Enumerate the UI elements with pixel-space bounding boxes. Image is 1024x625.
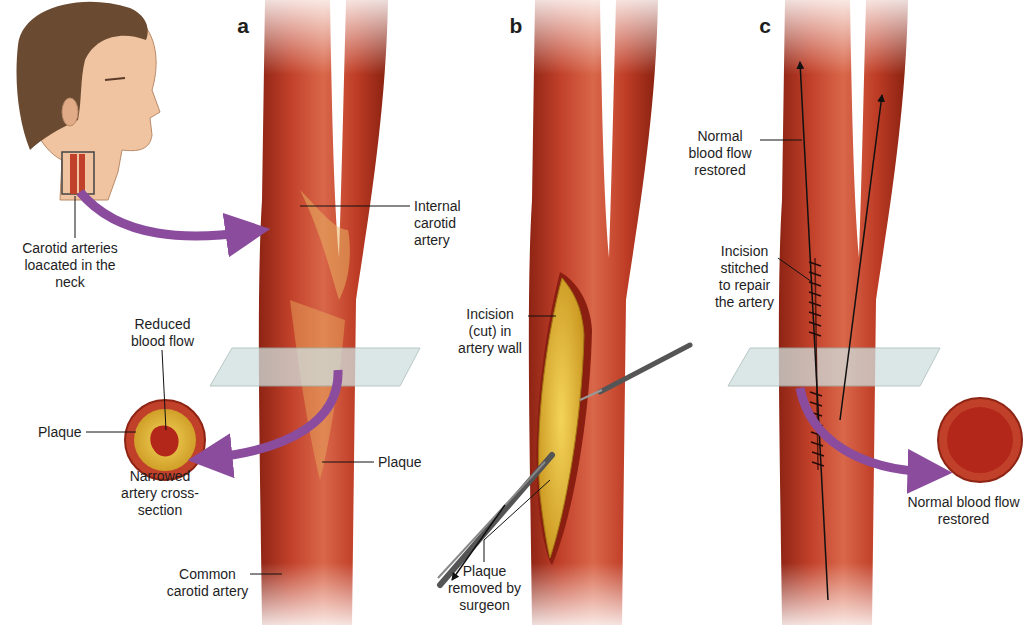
- part-label: Common carotid artery: [160, 566, 255, 600]
- artery-panel-c: [775, 0, 915, 625]
- part-label: Plaque removed by surgeon: [437, 563, 532, 614]
- zoom-arrow: [800, 388, 930, 472]
- artery-panel-a: [255, 0, 395, 625]
- section-plane: [210, 348, 420, 386]
- part-label: Reduced blood flow: [120, 316, 205, 350]
- zoom-arrow: [210, 370, 338, 458]
- part-label: Incision stitched to repair the artery: [714, 243, 775, 311]
- cross-section-normal: [938, 398, 1022, 482]
- part-label: Narrowed artery cross-section: [112, 468, 208, 519]
- head-illustration: [17, 2, 161, 200]
- part-label: Plaque: [378, 454, 438, 471]
- location-label: Carotid arteries loacated in the neck: [15, 240, 125, 291]
- part-label: Plaque: [38, 424, 98, 441]
- result-label: Normal blood flow restored: [906, 494, 1021, 528]
- result-label: Normal blood flow restored: [680, 128, 760, 179]
- panel-letter: c: [754, 14, 776, 38]
- plaque-removal: [438, 272, 690, 585]
- part-label: Internal carotid artery: [414, 198, 489, 249]
- artery-panel-b: [525, 0, 665, 625]
- panel-letter: a: [232, 14, 254, 38]
- panel-letter: b: [505, 14, 527, 38]
- leader-lines: [75, 140, 812, 574]
- section-plane: [728, 348, 940, 386]
- zoom-arrow: [80, 192, 248, 236]
- part-label: Incision (cut) in artery wall: [454, 306, 526, 357]
